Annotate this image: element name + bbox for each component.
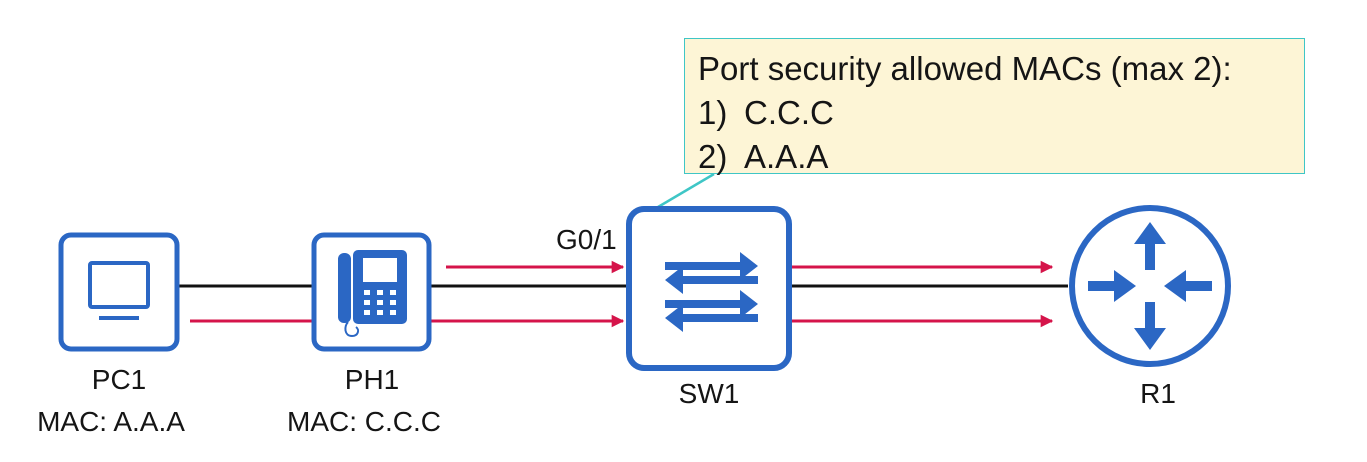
switch-icon [665,252,758,332]
pc1-mac-label: MAC: A.A.A [37,406,185,437]
port-label: G0/1 [556,224,617,255]
callout-item: 1) C.C.C [698,91,1304,135]
sw1-name-label: SW1 [678,378,740,409]
monitor-icon [88,261,150,320]
sw1-device[interactable] [626,206,792,371]
r1-device[interactable] [1069,205,1231,367]
port-security-callout: Port security allowed MACs (max 2): 1) C.… [684,38,1305,175]
ph1-name-label: PH1 [344,364,400,395]
pc1-device[interactable] [58,232,180,352]
callout-item: 2) A.A.A [698,135,1304,179]
ip-phone-icon [338,250,407,338]
callout-item-number: 2) [698,138,728,175]
callout-item-mac: C.C.C [744,94,834,131]
ph1-mac-label: MAC: C.C.C [287,406,441,437]
callout-item-mac: A.A.A [744,138,829,175]
callout-title: Port security allowed MACs (max 2): [698,50,1232,87]
r1-name-label: R1 [1140,378,1176,409]
callout-item-number: 1) [698,94,728,131]
pc1-name-label: PC1 [91,364,147,395]
ph1-device[interactable] [311,232,432,352]
router-icon [1088,222,1212,350]
